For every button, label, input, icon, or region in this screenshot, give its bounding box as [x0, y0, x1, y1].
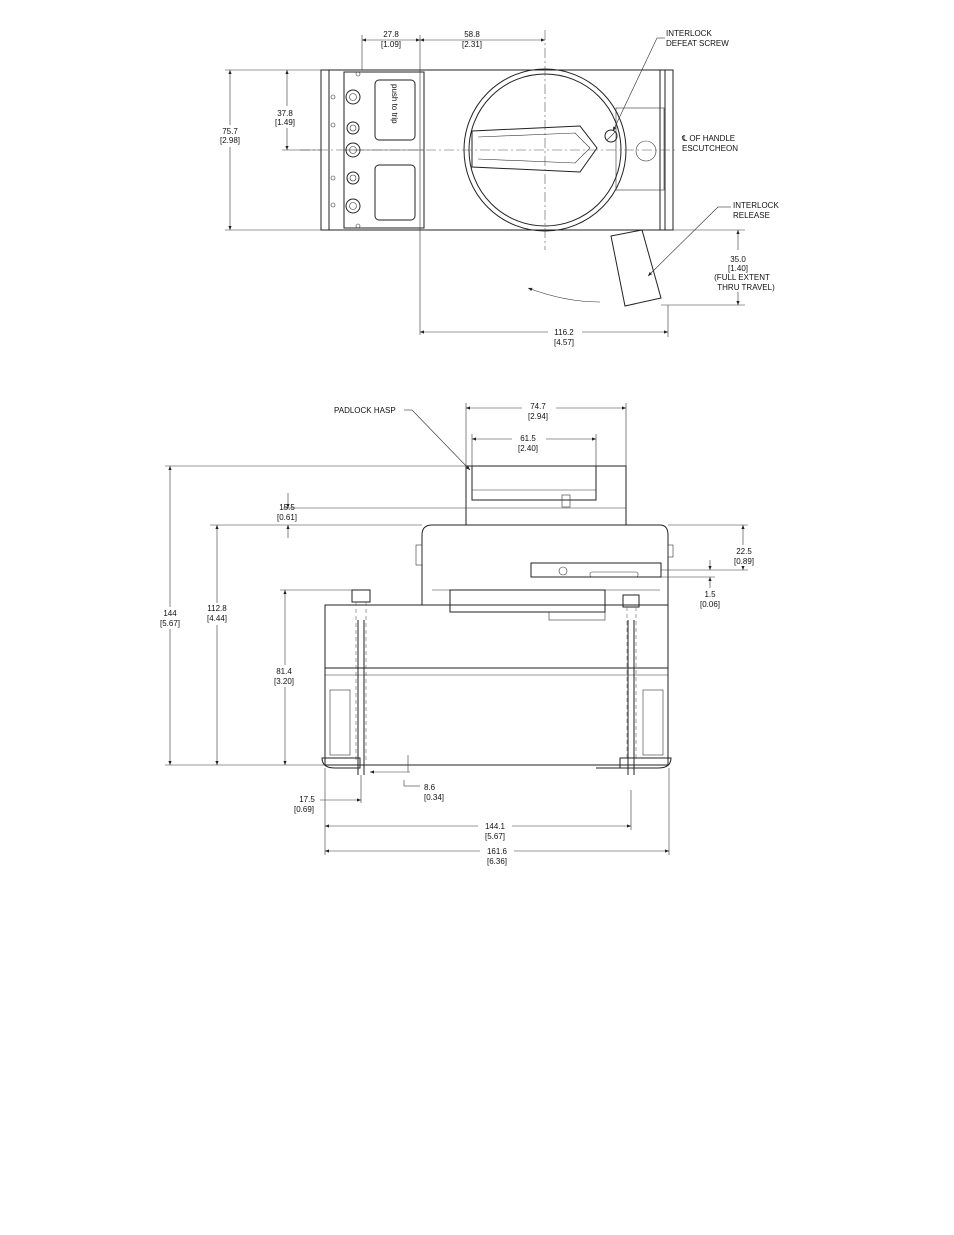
dim-144-inch: [5.67] [160, 619, 180, 628]
dim-161-6-value: 161.6 [487, 847, 508, 856]
dim-144-1-value: 144.1 [485, 822, 506, 831]
rotation-arrow [527, 287, 601, 303]
interlock-release [610, 229, 662, 307]
dim-81-4-value: 81.4 [276, 667, 292, 676]
dim-112-8-value: 112.8 [207, 604, 227, 613]
interlock-defeat-line1: INTERLOCK [666, 29, 712, 38]
dim-35-0-note1: (FULL EXTENT [714, 273, 770, 282]
dim-81-4-inch: [3.20] [274, 677, 294, 686]
dim-35-0-value: 35.0 [730, 255, 746, 264]
dim-74-7-value: 74.7 [530, 402, 546, 411]
dim-37-8-value: 37.8 [277, 109, 293, 118]
mechanism-plate [449, 589, 606, 613]
interlock-release-line2: RELEASE [733, 211, 770, 220]
dim-75-7-value: 75.7 [222, 127, 238, 136]
cl-handle-line1: ℄ OF HANDLE [681, 134, 735, 143]
dim-58-8-inch: [2.31] [462, 40, 482, 49]
base-flange-right [596, 757, 672, 769]
dim-37-8-inch: [1.49] [275, 118, 295, 127]
escutcheon-plate [615, 107, 665, 191]
breaker-body [324, 604, 669, 766]
interlock-defeat-screw [604, 129, 618, 143]
handle-block [465, 465, 627, 526]
dim-116-2-inch: [4.57] [554, 338, 574, 347]
padlock-hasp [471, 465, 597, 501]
dim-74-7-inch: [2.94] [528, 412, 548, 421]
lower-window [374, 164, 416, 221]
dim-1-5-inch: [0.06] [700, 600, 720, 609]
dim-35-0-inch: [1.40] [728, 264, 748, 273]
dim-15-5-inch: [0.61] [277, 513, 297, 522]
dim-116-2-value: 116.2 [554, 328, 574, 337]
dim-144-1-inch: [5.67] [485, 832, 505, 841]
interlock-release-line1: INTERLOCK [733, 201, 779, 210]
dim-61-5-value: 61.5 [520, 434, 536, 443]
dim-27-8-inch: [1.09] [381, 40, 401, 49]
dim-17-5-inch: [0.69] [294, 805, 314, 814]
top-view: push to trip [215, 29, 779, 347]
dim-22-5-inch: [0.89] [734, 557, 754, 566]
dim-8-6-inch: [0.34] [424, 793, 444, 802]
dim-35-0-note2: THRU TRAVEL) [717, 283, 775, 292]
dim-8-6-value: 8.6 [424, 783, 436, 792]
interlock-defeat-line2: DEFEAT SCREW [666, 39, 729, 48]
dim-61-5-inch: [2.40] [518, 444, 538, 453]
mounting-rods [351, 589, 640, 775]
push-to-trip-window [374, 79, 416, 141]
dim-112-8-inch: [4.44] [207, 614, 227, 623]
padlock-hasp-label: PADLOCK HASP [334, 406, 396, 415]
base-flange-left [321, 757, 361, 769]
dim-58-8-value: 58.8 [464, 30, 480, 39]
push-to-trip-label: push to trip [390, 84, 399, 124]
dim-17-5-value: 17.5 [299, 795, 315, 804]
dim-15-5-value: 15.5 [279, 503, 295, 512]
dim-22-5-value: 22.5 [736, 547, 752, 556]
dim-1-5-value: 1.5 [704, 590, 716, 599]
side-view: PADLOCK HASP 74.7 [2.94] 61.5 [2.40] 15.… [156, 400, 754, 867]
dim-161-6-inch: [6.36] [487, 857, 507, 866]
operator-housing [421, 524, 669, 606]
dim-144-value: 144 [163, 609, 177, 618]
dim-27-8-value: 27.8 [383, 30, 399, 39]
dim-75-7-inch: [2.98] [220, 136, 240, 145]
handle-lever [471, 125, 598, 173]
cl-handle-line2: ESCUTCHEON [682, 144, 738, 153]
interlock-lever [530, 562, 662, 578]
